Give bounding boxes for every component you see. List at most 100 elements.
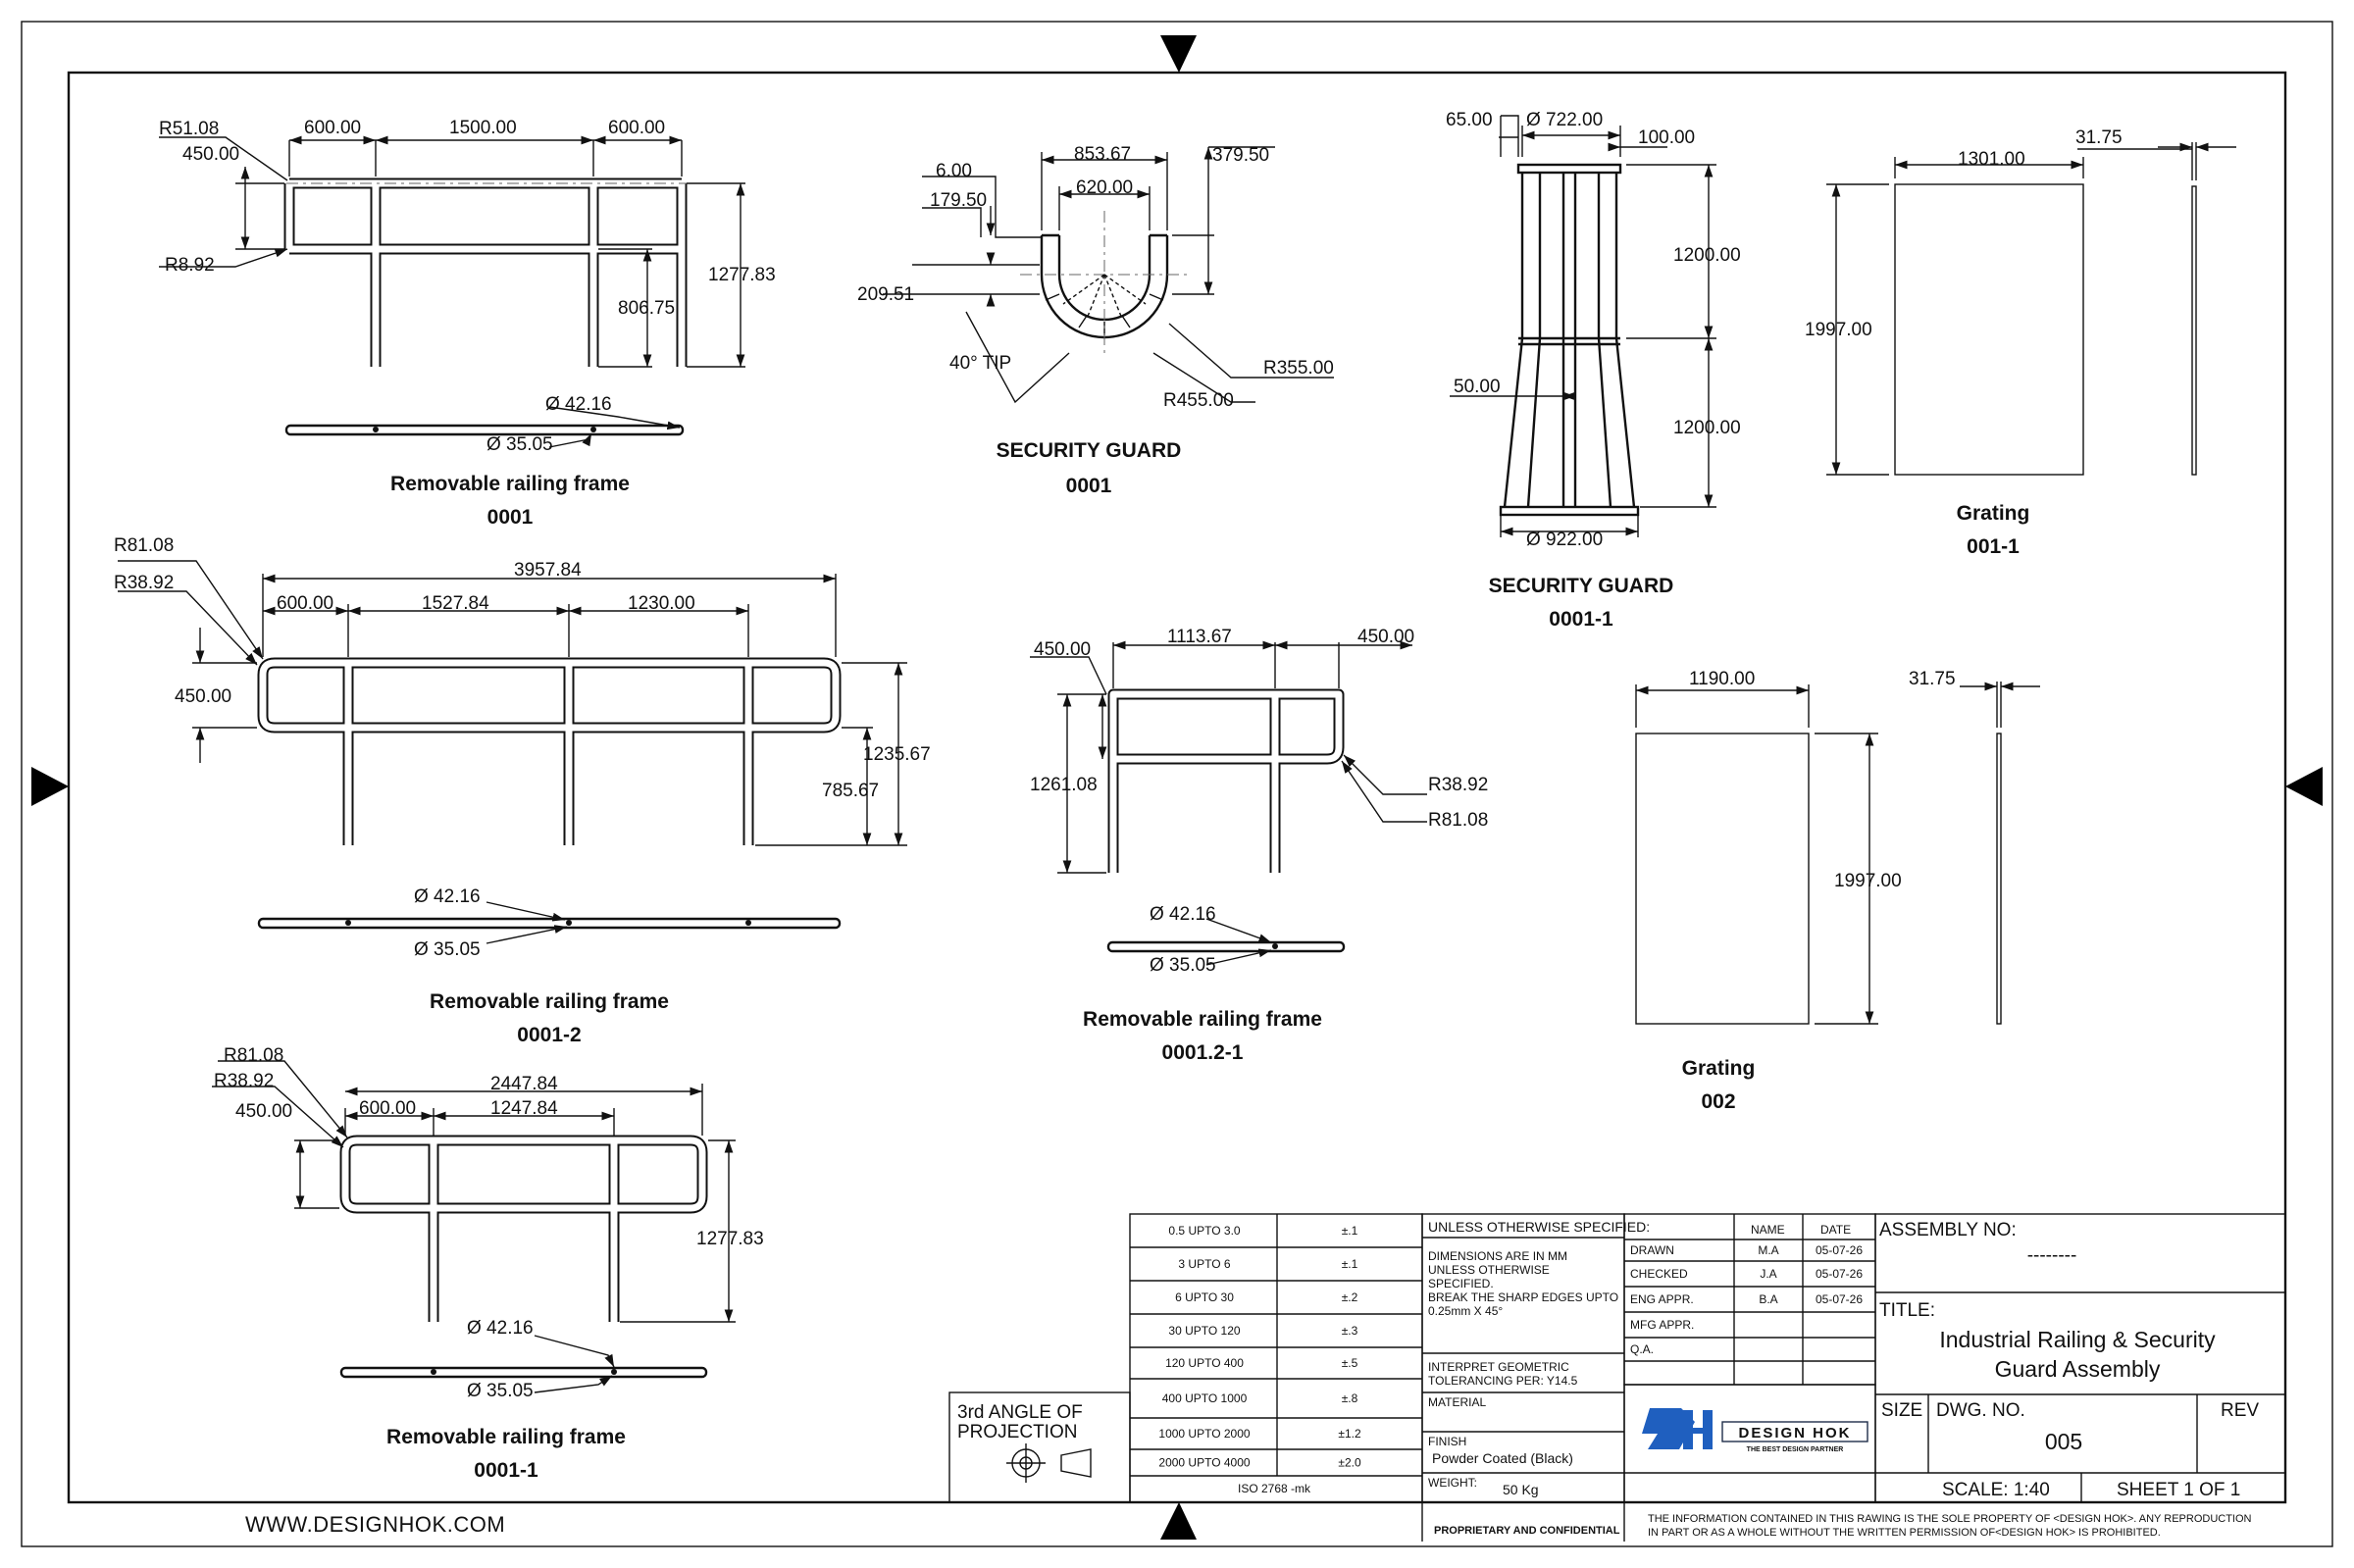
dim-600: 600.00 bbox=[277, 593, 333, 614]
caption-grating002-title: Grating bbox=[1682, 1057, 1756, 1080]
logo-tagline: THE BEST DESIGN PARTNER bbox=[1747, 1446, 1844, 1453]
title-line2: Guard Assembly bbox=[1995, 1356, 2161, 1382]
view-security-guard-0001: 6.00 179.50 853.67 620.00 379.50 209.51 … bbox=[857, 144, 1334, 497]
tolerance-range: 3 UPTO 6 bbox=[1178, 1257, 1230, 1271]
tolerance-range: 400 UPTO 1000 bbox=[1162, 1391, 1248, 1405]
third-angle-projection-icon bbox=[1006, 1443, 1092, 1483]
dim-450b: 450.00 bbox=[1357, 627, 1414, 647]
dim-1997: 1997.00 bbox=[1805, 320, 1872, 340]
approval-name: B.A bbox=[1759, 1292, 1777, 1306]
dim-dia42: Ø 42.16 bbox=[1150, 904, 1216, 925]
assembly-value: -------- bbox=[2027, 1245, 2077, 1266]
dim-dia42: Ø 42.16 bbox=[467, 1318, 534, 1339]
view-railing-frame-0001-1: R81.08 R38.92 450.00 600.00 2447.84 1247… bbox=[212, 1045, 764, 1482]
drawing-frame bbox=[67, 71, 2287, 1504]
view-railing-frame-0001-2: R81.08 R38.92 3957.84 600.00 1527.84 123… bbox=[114, 535, 931, 1046]
caption-rf0001-2-title: Removable railing frame bbox=[430, 990, 669, 1013]
dim-620: 620.00 bbox=[1076, 177, 1133, 198]
tolerance-range: 6 UPTO 30 bbox=[1175, 1290, 1234, 1304]
dim-1190: 1190.00 bbox=[1689, 669, 1755, 689]
dim-dia35: Ø 35.05 bbox=[1150, 955, 1216, 976]
dim-dia922: Ø 922.00 bbox=[1526, 530, 1603, 550]
dim-r51: R51.08 bbox=[159, 119, 219, 139]
dim-3957: 3957.84 bbox=[514, 560, 582, 581]
note-dims-2: UNLESS OTHERWISE bbox=[1428, 1263, 1550, 1277]
dim-179: 179.50 bbox=[930, 190, 987, 211]
dim-1200b: 1200.00 bbox=[1673, 418, 1741, 438]
approvals-date-header: DATE bbox=[1820, 1223, 1851, 1237]
dim-dia722: Ø 722.00 bbox=[1526, 110, 1603, 130]
dim-209: 209.51 bbox=[857, 284, 914, 305]
dim-450a: 450.00 bbox=[1034, 639, 1091, 660]
caption-grating002-number: 002 bbox=[1701, 1090, 1735, 1113]
view-grating-001: 1301.00 31.75 1997.00 Grating 001-1 bbox=[1805, 127, 2236, 558]
caption-grating001-number: 001-1 bbox=[1967, 535, 2020, 558]
tolerance-value: ±2.0 bbox=[1338, 1456, 1361, 1470]
sheet-value: SHEET 1 OF 1 bbox=[2117, 1480, 2240, 1500]
caption-rf0001-2-1-number: 0001.2-1 bbox=[1162, 1041, 1244, 1064]
finish-label: FINISH bbox=[1428, 1435, 1466, 1448]
note-gdt-2: TOLERANCING PER: Y14.5 bbox=[1428, 1374, 1578, 1388]
weight-value: 50 Kg bbox=[1503, 1482, 1539, 1497]
tolerance-value: ±.3 bbox=[1342, 1324, 1358, 1338]
tolerance-value: ±.8 bbox=[1342, 1391, 1358, 1405]
right-center-mark bbox=[2285, 767, 2323, 806]
dim-r38: R38.92 bbox=[214, 1071, 274, 1091]
dim-r81: R81.08 bbox=[1428, 810, 1488, 831]
dim-dia35: Ø 35.05 bbox=[486, 434, 553, 455]
dim-450: 450.00 bbox=[235, 1101, 292, 1122]
projection-line1: 3rd ANGLE OF bbox=[957, 1402, 1083, 1423]
assembly-label: ASSEMBLY NO: bbox=[1879, 1220, 2017, 1240]
design-hok-logo: DESIGN HOK THE BEST DESIGN PARTNER bbox=[1642, 1408, 1868, 1453]
caption-rf0001-2-number: 0001-2 bbox=[517, 1024, 581, 1046]
dim-31: 31.75 bbox=[1909, 669, 1956, 689]
note-gdt-1: INTERPRET GEOMETRIC bbox=[1428, 1360, 1569, 1374]
dim-100: 100.00 bbox=[1638, 127, 1695, 148]
approval-role: ENG APPR. bbox=[1630, 1292, 1694, 1306]
dim-dia35: Ø 35.05 bbox=[467, 1381, 534, 1401]
dim-853: 853.67 bbox=[1074, 144, 1131, 165]
approval-role: Q.A. bbox=[1630, 1342, 1654, 1356]
top-center-mark bbox=[1160, 35, 1197, 73]
note-dims-5: 0.25mm X 45° bbox=[1428, 1304, 1503, 1318]
approval-role: CHECKED bbox=[1630, 1267, 1688, 1281]
approval-role: MFG APPR. bbox=[1630, 1318, 1694, 1332]
title-block: 3rd ANGLE OF PROJECTION 0.5 UPTO 3.0±.13… bbox=[948, 1213, 2286, 1542]
dim-600b: 600.00 bbox=[608, 118, 665, 138]
caption-sg0001-1-number: 0001-1 bbox=[1549, 608, 1613, 631]
notes-header: UNLESS OTHERWISE SPECIFIED: bbox=[1428, 1219, 1650, 1235]
note-dims-1: DIMENSIONS ARE IN MM bbox=[1428, 1249, 1567, 1263]
dim-r81: R81.08 bbox=[114, 535, 174, 556]
dim-1277: 1277.83 bbox=[696, 1229, 764, 1249]
disclaimer-line2: IN PART OR AS A WHOLE WITHOUT THE WRITTE… bbox=[1648, 1527, 2161, 1539]
view-railing-frame-0001-2-1: 450.00 1113.67 450.00 1261.08 R38.92 R81… bbox=[1030, 627, 1488, 1064]
tolerance-range: 2000 UPTO 4000 bbox=[1158, 1456, 1251, 1470]
tolerance-range: 1000 UPTO 2000 bbox=[1158, 1427, 1251, 1441]
dim-450: 450.00 bbox=[182, 144, 239, 165]
caption-rf0001-number: 0001 bbox=[487, 506, 534, 529]
dim-dia35: Ø 35.05 bbox=[414, 939, 481, 960]
caption-rf0001-1-number: 0001-1 bbox=[474, 1459, 538, 1482]
caption-rf0001-1-title: Removable railing frame bbox=[386, 1426, 626, 1448]
tolerance-range: 0.5 UPTO 3.0 bbox=[1168, 1224, 1240, 1238]
logo-name: DESIGN HOK bbox=[1738, 1425, 1851, 1442]
dim-1500: 1500.00 bbox=[449, 118, 517, 138]
approvals-name-header: NAME bbox=[1751, 1223, 1785, 1237]
view-grating-002: 1190.00 31.75 1997.00 Grating 002 bbox=[1635, 669, 2040, 1113]
website-url: WWW.DESIGNHOK.COM bbox=[245, 1512, 506, 1537]
title-label: TITLE: bbox=[1879, 1300, 1935, 1321]
left-center-mark bbox=[31, 767, 69, 806]
dim-r38: R38.92 bbox=[114, 573, 174, 593]
dim-1301: 1301.00 bbox=[1958, 149, 2025, 170]
tolerance-value: ±1.2 bbox=[1338, 1427, 1361, 1441]
dim-1997: 1997.00 bbox=[1834, 871, 1902, 891]
dim-dia42: Ø 42.16 bbox=[414, 886, 481, 907]
dim-6: 6.00 bbox=[936, 161, 972, 181]
title-line1: Industrial Railing & Security bbox=[1939, 1327, 2216, 1352]
dim-r81: R81.08 bbox=[224, 1045, 283, 1066]
dim-40tip: 40° TIP bbox=[949, 353, 1011, 374]
dim-r355: R355.00 bbox=[1263, 358, 1334, 379]
caption-rf0001-title: Removable railing frame bbox=[390, 473, 630, 495]
caption-sg0001-1-title: SECURITY GUARD bbox=[1489, 575, 1674, 597]
bottom-center-mark bbox=[1160, 1502, 1197, 1540]
